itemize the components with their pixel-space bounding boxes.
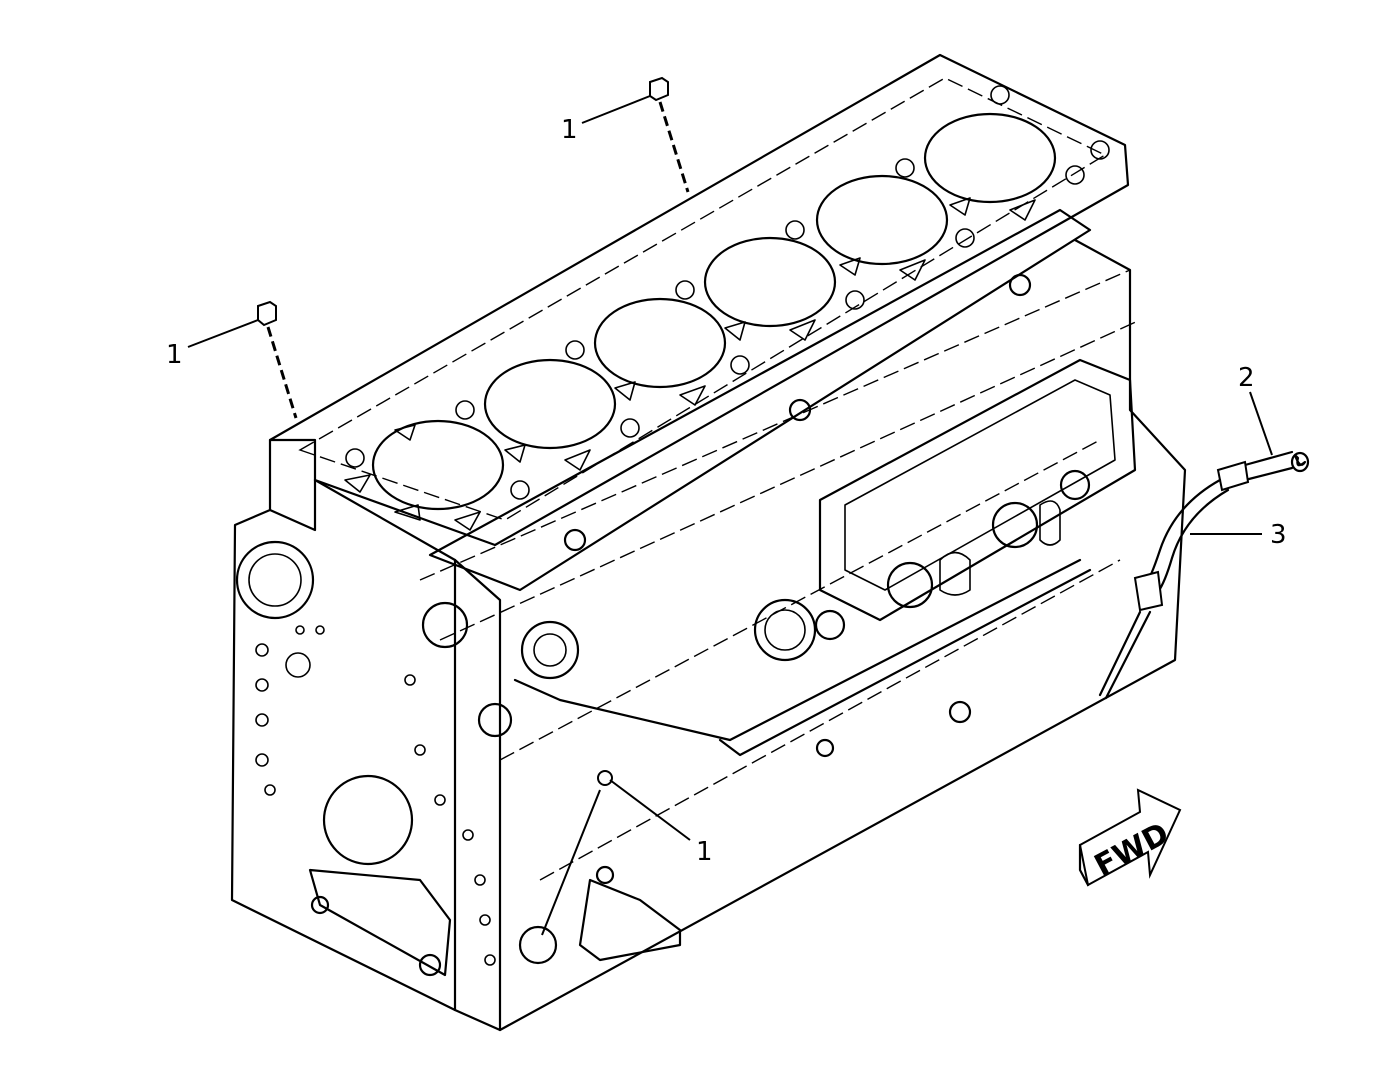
callout-1-bottom: 1 xyxy=(696,837,713,867)
callout-3: 3 xyxy=(1270,520,1287,550)
callout-1-top: 1 xyxy=(561,115,578,145)
callout-1-left: 1 xyxy=(166,340,183,370)
dipstick-tube-part-3 xyxy=(1098,478,1230,700)
fwd-direction-arrow: FWD xyxy=(1078,788,1182,887)
cylinder-bores xyxy=(344,85,1110,531)
engine-block xyxy=(230,53,1187,1032)
dipstick-part-2 xyxy=(1216,450,1310,492)
plug-part-1-bottom xyxy=(541,770,613,936)
callout-2: 2 xyxy=(1238,363,1255,393)
plug-part-1-left xyxy=(257,300,298,419)
plug-part-1-top xyxy=(649,76,690,193)
callout-leaders xyxy=(187,95,1273,841)
